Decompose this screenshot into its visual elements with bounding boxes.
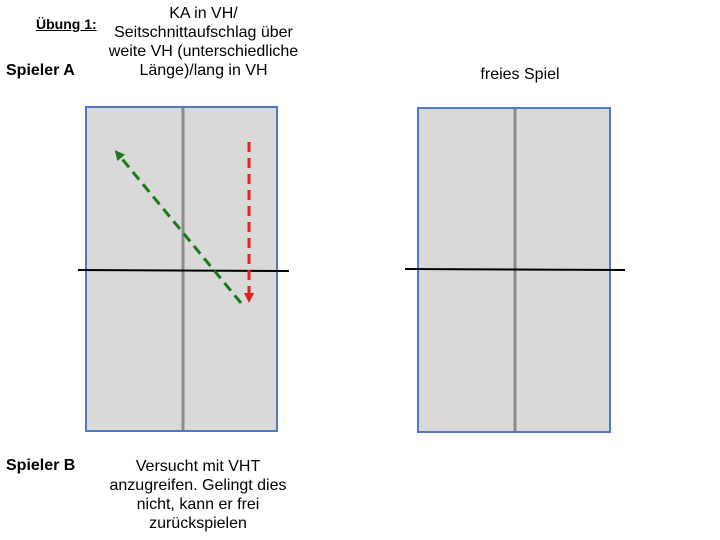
free-play-label: freies Spiel bbox=[480, 66, 560, 83]
player-b-task-text: Versucht mit VHT anzugreifen. Gelingt di… bbox=[109, 458, 287, 532]
right-court bbox=[404, 107, 626, 433]
player-b-label: Spieler B bbox=[6, 457, 76, 474]
exercise-label: Übung 1: bbox=[36, 16, 97, 32]
player-a-label: Spieler A bbox=[6, 62, 75, 79]
player-a-task-text: KA in VH/ Seitschnittaufschlag über weit… bbox=[108, 5, 299, 79]
left-court bbox=[77, 106, 290, 432]
left-court-net bbox=[77, 269, 290, 272]
return-arrow-icon bbox=[114, 150, 243, 304]
right-court-net bbox=[404, 268, 626, 271]
